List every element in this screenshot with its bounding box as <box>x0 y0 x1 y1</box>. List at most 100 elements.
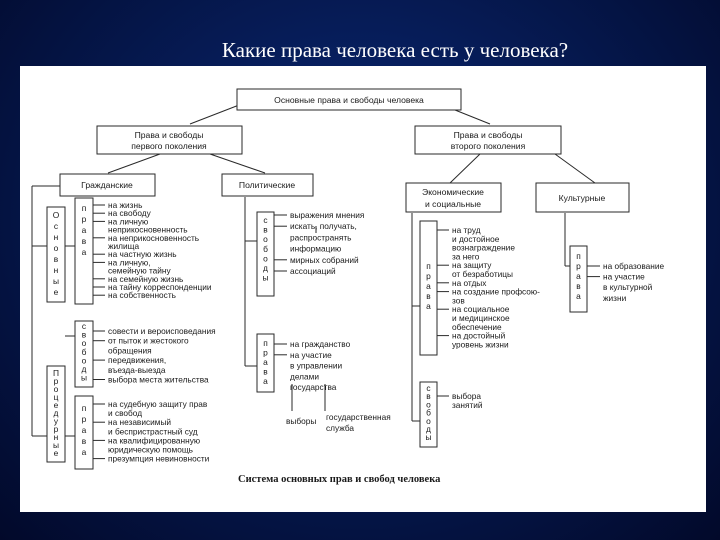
econ-rights-item: на создание профсою- <box>452 287 540 297</box>
procedural-rights-item: на квалифицированную <box>108 435 200 445</box>
econ-rights-item: на отдых <box>452 278 487 288</box>
state-service-line2: служба <box>326 423 354 433</box>
civil-freedoms-item: совести и вероисповедания <box>108 326 216 336</box>
econ-rights-item: зов <box>452 295 465 305</box>
gen1-label-line2: первого поколения <box>131 141 207 151</box>
econ-rights-item: за него <box>452 251 480 261</box>
cultural-node: Культурные <box>535 182 630 213</box>
econ-rights-item: уровень жизни <box>452 339 509 349</box>
diagram-caption: Система основных прав и свобод человека <box>238 474 441 485</box>
root-label: Основные права и свободы человека <box>274 95 424 105</box>
civil-freedoms-item: передвижения, <box>108 355 166 365</box>
root-node: Основные права и свободы человека <box>236 88 462 111</box>
political-freedoms-item: искать, получать, <box>290 221 357 231</box>
gen2-label-line2: второго поколения <box>451 141 526 151</box>
civil-rights-item: на свободу <box>108 208 152 218</box>
connector-lines <box>31 99 596 437</box>
gen2-label-line1: Права и свободы <box>454 130 523 140</box>
civil-freedoms-item: от пыток и жестокого <box>108 336 189 346</box>
civil-rights-item: на тайну корреспонденции <box>108 282 212 292</box>
political-rights-item: на участие <box>290 350 332 360</box>
procedural-rights-item: юридическую помощь <box>108 445 193 455</box>
elections-label: выборы <box>286 416 316 426</box>
list-ticks <box>93 204 600 460</box>
political-freedoms-item: информацию <box>290 244 341 254</box>
econ-rights-item: на достойный <box>452 331 506 341</box>
gen1-node: Права и свободы первого поколения <box>96 125 243 155</box>
political-freedoms-item: выражения мнения <box>290 210 364 220</box>
slide-title: Какие права человека есть у человека? <box>221 38 569 62</box>
civil-rights-item: неприкосновенность <box>108 225 188 235</box>
political-label: Политические <box>239 180 295 190</box>
econ-rights-item: вознаграждение <box>452 243 515 253</box>
political-rights-item: в управлении <box>290 361 342 371</box>
civil-rights-item: семейную тайну <box>108 266 172 276</box>
econ-rights-item: на труд <box>452 225 481 235</box>
econ-rights-item: на защиту <box>452 260 492 270</box>
econ-freedoms-item: занятий <box>452 400 483 410</box>
civil-freedoms-item: выбора места жительства <box>108 375 209 385</box>
civil-node: Гражданские <box>59 173 156 197</box>
political-freedoms-item: распространять <box>290 232 351 242</box>
civil-label: Гражданские <box>81 180 133 190</box>
cultural-label: Культурные <box>559 193 606 203</box>
econ-rights-item: и медицинское <box>452 313 510 323</box>
political-rights-item: делами <box>290 371 319 381</box>
econ-rights-item: и достойное <box>452 234 500 244</box>
gen2-node: Права и свободы второго поколения <box>414 125 562 155</box>
civil-rights-item: на собственность <box>108 290 176 300</box>
political-node: Политические <box>221 173 314 197</box>
rights-system-diagram: Основные права и свободы человека Права … <box>31 88 664 485</box>
econ-rights-item: на социальное <box>452 304 510 314</box>
civil-freedoms-item: въезда-выезда <box>108 365 166 375</box>
econ-rights-item: обеспечение <box>452 322 502 332</box>
cultural-rights-item: в культурной <box>603 282 653 292</box>
procedural-rights-item: на судебную защиту прав <box>108 399 208 409</box>
civil-rights-item: на личную, <box>108 257 151 267</box>
economic-label-line2: и социальные <box>425 199 481 209</box>
econ-rights-item: от безработицы <box>452 269 513 279</box>
political-rights-item: государства <box>290 382 337 392</box>
political-rights-item: на гражданство <box>290 339 351 349</box>
econ-freedoms-item: выбора <box>452 391 481 401</box>
civil-freedoms-item: обращения <box>108 345 152 355</box>
cultural-rights-item: жизни <box>603 293 627 303</box>
procedural-rights-item: на независимый <box>108 417 171 427</box>
gen1-label-line1: Права и свободы <box>135 130 204 140</box>
civil-rights-item: на неприкосновенность <box>108 233 199 243</box>
political-freedoms-item: мирных собраний <box>290 255 359 265</box>
civil-rights-item: жилища <box>108 241 139 251</box>
civil-rights-item: на личную <box>108 216 148 226</box>
cultural-rights-item: на образование <box>603 261 664 271</box>
diagram-panel: Основные права и свободы человека Права … <box>20 66 706 512</box>
procedural-rights-item: и беспристрастный суд <box>108 426 198 436</box>
political-freedoms-item: ассоциаций <box>290 266 336 276</box>
procedural-rights-item: презумпция невиновности <box>108 454 210 464</box>
procedural-rights-item: и свобод <box>108 408 142 418</box>
state-service-line1: государственная <box>326 412 391 422</box>
economic-label-line1: Экономические <box>422 187 484 197</box>
